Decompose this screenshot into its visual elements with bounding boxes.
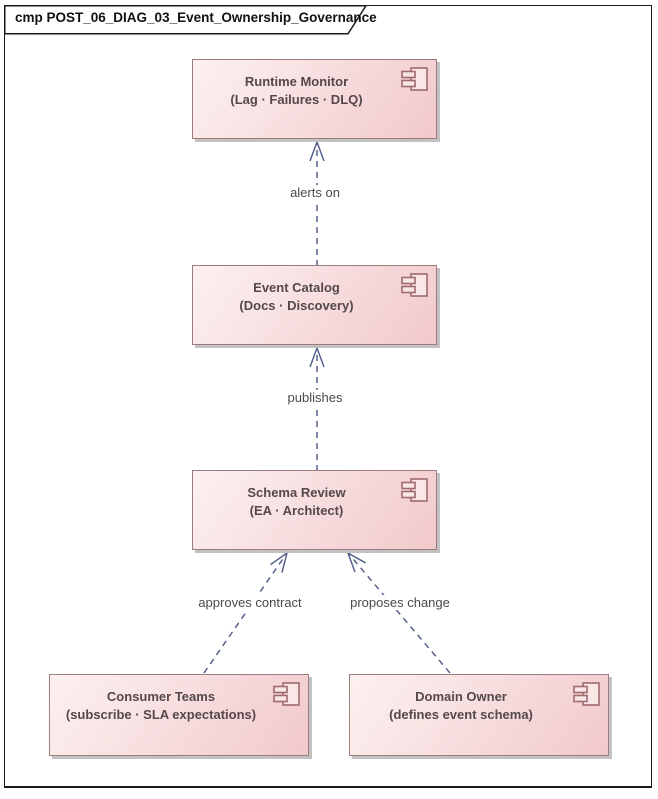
component-title: Schema Review bbox=[247, 485, 346, 500]
component-subtitle: (defines event schema) bbox=[389, 707, 533, 722]
component-title: Runtime Monitor bbox=[244, 74, 349, 89]
edge-label-publishes: publishes bbox=[283, 390, 347, 405]
component-title: Event Catalog bbox=[253, 280, 340, 295]
component-consumer-teams[interactable]: Consumer Teams (subscribe · SLA expectat… bbox=[49, 674, 309, 756]
component-event-catalog[interactable]: Event Catalog (Docs · Discovery) bbox=[192, 265, 437, 345]
component-icon bbox=[573, 682, 601, 706]
component-title: Domain Owner bbox=[415, 689, 507, 704]
component-runtime-monitor[interactable]: Runtime Monitor (Lag · Failures · DLQ) bbox=[192, 59, 437, 139]
edge-label-proposes-change: proposes change bbox=[346, 595, 454, 610]
component-subtitle: (EA · Architect) bbox=[249, 503, 344, 518]
edge-label-approves-contract: approves contract bbox=[194, 595, 306, 610]
component-icon bbox=[273, 682, 301, 706]
component-schema-review[interactable]: Schema Review (EA · Architect) bbox=[192, 470, 437, 550]
component-subtitle: (Docs · Discovery) bbox=[239, 298, 354, 313]
edge-proposes-change[interactable] bbox=[346, 551, 451, 674]
edge-approves-contract[interactable] bbox=[203, 551, 289, 674]
frame-title-tab bbox=[4, 5, 368, 35]
edge-label-alerts-on: alerts on bbox=[286, 185, 344, 200]
component-domain-owner[interactable]: Domain Owner (defines event schema) bbox=[349, 674, 609, 756]
frame-title: cmp POST_06_DIAG_03_Event_Ownership_Gove… bbox=[15, 10, 377, 25]
component-subtitle: (subscribe · SLA expectations) bbox=[65, 707, 257, 722]
component-subtitle: (Lag · Failures · DLQ) bbox=[230, 92, 363, 107]
component-title: Consumer Teams bbox=[106, 689, 216, 704]
component-icon bbox=[401, 478, 429, 502]
component-icon bbox=[401, 67, 429, 91]
component-icon bbox=[401, 273, 429, 297]
